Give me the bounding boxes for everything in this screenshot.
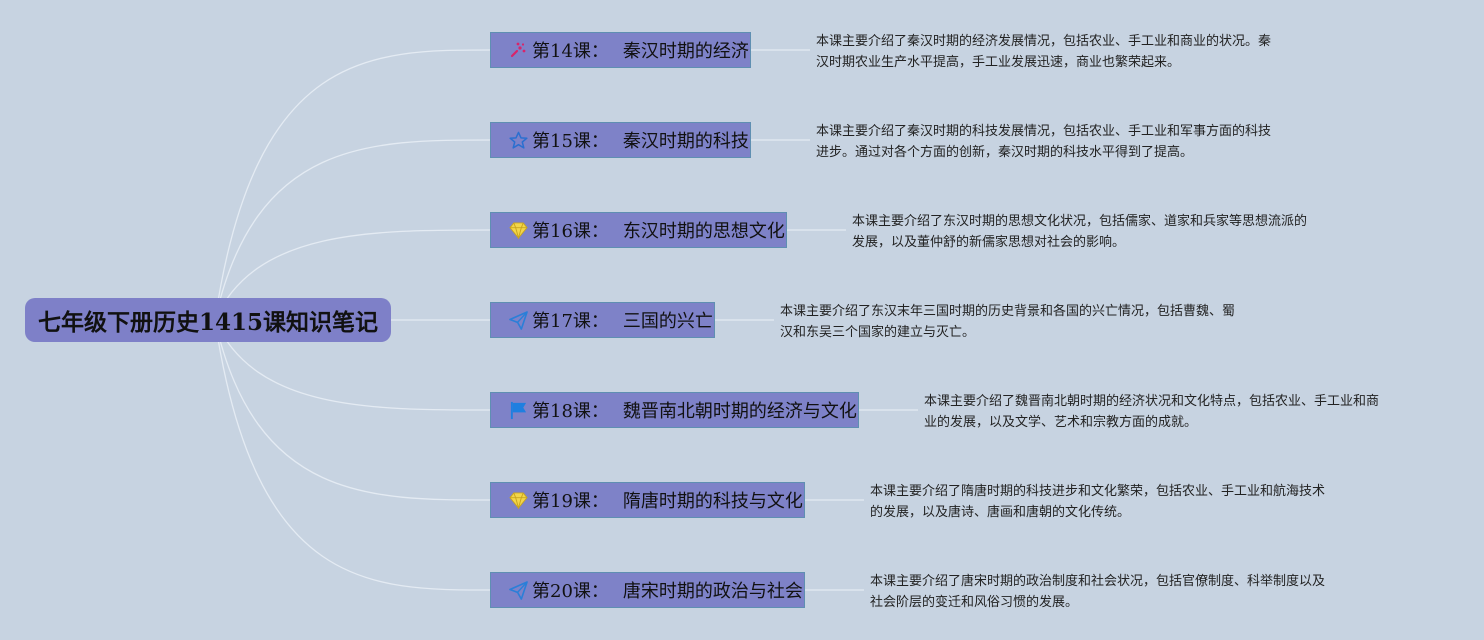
description-line: 进步。通过对各个方面的创新，秦汉时期的科技水平得到了提高。: [816, 145, 1194, 160]
star-icon: [508, 130, 528, 150]
lesson-node-17[interactable]: 第17课： 三国的兴亡: [490, 302, 715, 338]
description-line: 本课主要介绍了魏晋南北朝时期的经济状况和文化特点，包括农业、手工业和商: [924, 394, 1380, 409]
lesson-node-16[interactable]: 第16课： 东汉时期的思想文化: [490, 212, 787, 248]
diamond-icon: [508, 490, 528, 510]
lesson-node-19[interactable]: 第19课： 隋唐时期的科技与文化: [490, 482, 805, 518]
lesson-description-16: 本课主要介绍了东汉时期的思想文化状况，包括儒家、道家和兵家等思想流派的 发展，以…: [852, 211, 1307, 253]
branch-connector: [214, 229, 491, 321]
lesson-number: 第17课：: [532, 311, 609, 332]
description-line: 业的发展，以及文学、艺术和宗教方面的成就。: [924, 415, 1198, 430]
lesson-number: 第20课：: [532, 581, 609, 602]
branch-connector: [214, 139, 491, 321]
lesson-description-20: 本课主要介绍了唐宋时期的政治制度和社会状况，包括官僚制度、科举制度以及 社会阶层…: [870, 571, 1325, 613]
description-line: 汉和东吴三个国家的建立与灭亡。: [780, 325, 976, 340]
lesson-title: 魏晋南北朝时期的经济与文化: [622, 401, 857, 422]
flag-icon: [508, 400, 528, 420]
lesson-number: 第15课：: [532, 131, 609, 152]
description-line: 的发展，以及唐诗、唐画和唐朝的文化传统。: [870, 505, 1131, 520]
description-line: 本课主要介绍了秦汉时期的经济发展情况，包括农业、手工业和商业的状况。秦: [816, 34, 1272, 49]
description-line: 本课主要介绍了东汉时期的思想文化状况，包括儒家、道家和兵家等思想流派的: [852, 214, 1308, 229]
lesson-number: 第16课：: [532, 221, 609, 242]
lesson-number: 第18课：: [532, 401, 609, 422]
branch-connector: [214, 319, 491, 501]
description-line: 本课主要介绍了唐宋时期的政治制度和社会状况，包括官僚制度、科举制度以及: [870, 574, 1326, 589]
lesson-description-18: 本课主要介绍了魏晋南北朝时期的经济状况和文化特点，包括农业、手工业和商 业的发展…: [924, 391, 1379, 433]
lesson-title: 三国的兴亡: [622, 311, 713, 332]
description-line: 汉时期农业生产水平提高，手工业发展迅速，商业也繁荣起来。: [816, 55, 1181, 70]
paper-plane-icon: [508, 580, 528, 600]
diamond-icon: [508, 220, 528, 240]
branch-connector: [214, 319, 491, 411]
branch-connector: [214, 319, 491, 591]
sparkle-icon: [508, 40, 528, 60]
lesson-title: 秦汉时期的经济: [622, 41, 749, 62]
lesson-title: 唐宋时期的政治与社会: [622, 581, 803, 602]
lesson-number: 第19课：: [532, 491, 609, 512]
lesson-node-20[interactable]: 第20课： 唐宋时期的政治与社会: [490, 572, 805, 608]
description-line: 本课主要介绍了秦汉时期的科技发展情况，包括农业、手工业和军事方面的科技: [816, 124, 1272, 139]
lesson-node-15[interactable]: 第15课： 秦汉时期的科技: [490, 122, 751, 158]
lesson-title: 隋唐时期的科技与文化: [622, 491, 803, 512]
lesson-title: 东汉时期的思想文化: [622, 221, 785, 242]
lesson-description-14: 本课主要介绍了秦汉时期的经济发展情况，包括农业、手工业和商业的状况。秦 汉时期农…: [816, 31, 1271, 73]
paper-plane-icon: [508, 310, 528, 330]
lesson-description-19: 本课主要介绍了隋唐时期的科技进步和文化繁荣，包括农业、手工业和航海技术 的发展，…: [870, 481, 1325, 523]
description-line: 本课主要介绍了东汉末年三国时期的历史背景和各国的兴亡情况，包括曹魏、蜀: [780, 304, 1236, 319]
root-topic[interactable]: 七年级下册历史1415课知识笔记: [25, 298, 391, 342]
lesson-title: 秦汉时期的科技: [622, 131, 749, 152]
description-line: 本课主要介绍了隋唐时期的科技进步和文化繁荣，包括农业、手工业和航海技术: [870, 484, 1326, 499]
branch-connector: [214, 49, 491, 321]
lesson-description-17: 本课主要介绍了东汉末年三国时期的历史背景和各国的兴亡情况，包括曹魏、蜀 汉和东吴…: [780, 301, 1235, 343]
lesson-node-18[interactable]: 第18课： 魏晋南北朝时期的经济与文化: [490, 392, 859, 428]
description-line: 社会阶层的变迁和风俗习惯的发展。: [870, 595, 1079, 610]
lesson-description-15: 本课主要介绍了秦汉时期的科技发展情况，包括农业、手工业和军事方面的科技 进步。通…: [816, 121, 1271, 163]
root-title: 七年级下册历史1415课知识笔记: [37, 309, 378, 336]
lesson-number: 第14课：: [532, 41, 609, 62]
description-line: 发展，以及董仲舒的新儒家思想对社会的影响。: [852, 235, 1126, 250]
lesson-node-14[interactable]: 第14课： 秦汉时期的经济: [490, 32, 751, 68]
